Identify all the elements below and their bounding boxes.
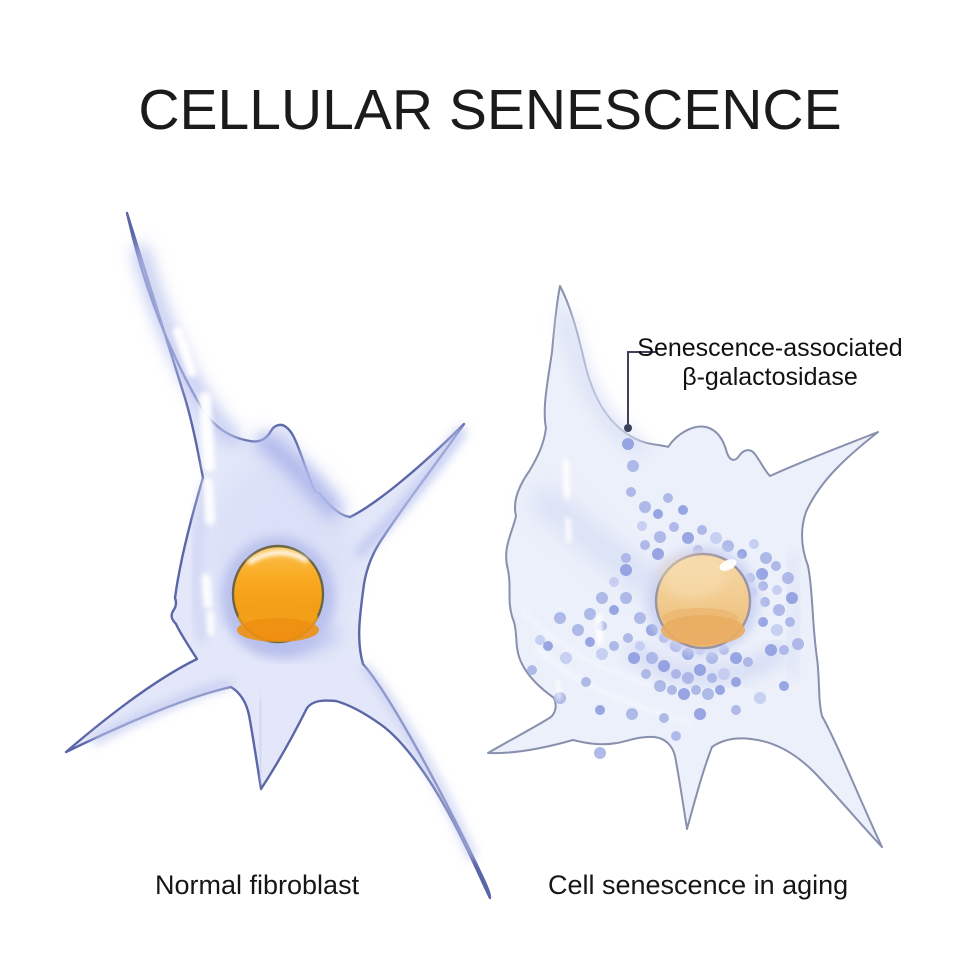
beta-gal-granule	[710, 532, 722, 544]
beta-gal-granule	[543, 641, 553, 651]
beta-gal-granule	[737, 549, 747, 559]
beta-gal-granule	[691, 685, 701, 695]
beta-gal-annotation: Senescence-associated β-galactosidase	[637, 334, 902, 392]
beta-gal-granule	[621, 553, 631, 563]
beta-gal-granule	[731, 705, 741, 715]
beta-gal-granule	[596, 648, 608, 660]
beta-gal-granule	[585, 637, 595, 647]
beta-gal-granule	[771, 624, 783, 636]
beta-gal-granule	[773, 604, 785, 616]
annotation-leader	[624, 351, 656, 432]
beta-gal-granule	[609, 641, 619, 651]
beta-gal-granule	[669, 522, 679, 532]
normal-fibroblast-cell	[64, 211, 492, 900]
beta-gal-granule	[678, 688, 690, 700]
beta-gal-granule	[718, 668, 730, 680]
beta-gal-granule	[760, 552, 772, 564]
beta-gal-granule	[785, 617, 795, 627]
beta-gal-granule	[697, 525, 707, 535]
beta-gal-granule	[527, 665, 537, 675]
beta-gal-granule	[754, 692, 766, 704]
beta-gal-granule	[779, 681, 789, 691]
normal-fibroblast-label: Normal fibroblast	[155, 870, 360, 900]
beta-gal-granule	[639, 501, 651, 513]
beta-gal-granule	[682, 532, 694, 544]
beta-gal-granule	[694, 664, 706, 676]
beta-gal-granule	[786, 592, 798, 604]
normal-cell-highlights	[173, 327, 215, 636]
beta-gal-granule	[572, 624, 584, 636]
beta-gal-granule	[702, 688, 714, 700]
beta-gal-granule	[760, 597, 770, 607]
beta-gal-granule	[667, 685, 677, 695]
beta-gal-granule	[560, 652, 572, 664]
beta-gal-granule	[771, 561, 781, 571]
senescent-cell-label: Cell senescence in aging	[548, 870, 849, 900]
beta-gal-granule	[594, 747, 606, 759]
beta-gal-granule	[609, 605, 619, 615]
beta-gal-granule	[584, 608, 596, 620]
beta-gal-granule	[626, 487, 636, 497]
beta-gal-granule	[731, 677, 741, 687]
annotation-line-2: β-galactosidase	[682, 363, 858, 391]
beta-gal-granule	[743, 657, 753, 667]
beta-gal-granule	[626, 708, 638, 720]
beta-gal-granule	[792, 638, 804, 650]
beta-gal-granule	[620, 592, 632, 604]
beta-gal-granule	[756, 568, 768, 580]
beta-gal-granule	[654, 531, 666, 543]
beta-gal-granule	[682, 672, 694, 684]
senescent-cell-highlights	[556, 459, 603, 700]
beta-gal-granule	[722, 540, 734, 552]
beta-gal-granule	[628, 652, 640, 664]
beta-gal-granule	[623, 633, 633, 643]
beta-gal-granule	[596, 592, 608, 604]
beta-gal-granule	[640, 540, 650, 550]
beta-gal-granule	[581, 677, 591, 687]
senescent-cell-nucleus	[654, 552, 752, 650]
leader-dot	[624, 424, 632, 432]
beta-gal-granule	[758, 581, 768, 591]
beta-gal-granule	[730, 652, 742, 664]
beta-gal-granule	[749, 539, 759, 549]
beta-gal-granule	[715, 685, 725, 695]
beta-gal-granule	[663, 493, 673, 503]
beta-gal-granule	[758, 617, 768, 627]
senescent-cell	[487, 285, 883, 848]
granule-layer	[527, 438, 804, 759]
beta-gal-granule	[779, 645, 789, 655]
beta-gal-granule	[637, 521, 647, 531]
beta-gal-granule	[658, 660, 670, 672]
beta-gal-granule	[634, 612, 646, 624]
beta-gal-granule	[627, 460, 639, 472]
beta-gal-granule	[641, 669, 651, 679]
beta-gal-granule	[765, 644, 777, 656]
beta-gal-granule	[595, 705, 605, 715]
beta-gal-granule	[671, 731, 681, 741]
beta-gal-granule	[620, 564, 632, 576]
beta-gal-granule	[671, 669, 681, 679]
beta-gal-granule	[694, 708, 706, 720]
beta-gal-granule	[772, 585, 782, 595]
beta-gal-granule	[535, 635, 545, 645]
annotation-line-1: Senescence-associated	[637, 334, 903, 362]
beta-gal-granule	[609, 577, 619, 587]
beta-gal-granule	[652, 548, 664, 560]
beta-gal-granule	[554, 612, 566, 624]
normal-cell-nucleus	[231, 544, 325, 644]
beta-gal-granule	[706, 652, 718, 664]
beta-gal-granule	[782, 572, 794, 584]
beta-gal-granule	[653, 509, 663, 519]
beta-gal-granule	[654, 680, 666, 692]
beta-gal-granule	[622, 438, 634, 450]
beta-gal-granule	[635, 641, 645, 651]
beta-gal-granule	[707, 673, 717, 683]
beta-gal-granule	[659, 713, 669, 723]
beta-gal-granule	[678, 505, 688, 515]
leader-line	[627, 351, 656, 424]
page-title: CELLULAR SENESCENCE	[138, 78, 842, 142]
beta-gal-granule	[646, 652, 658, 664]
